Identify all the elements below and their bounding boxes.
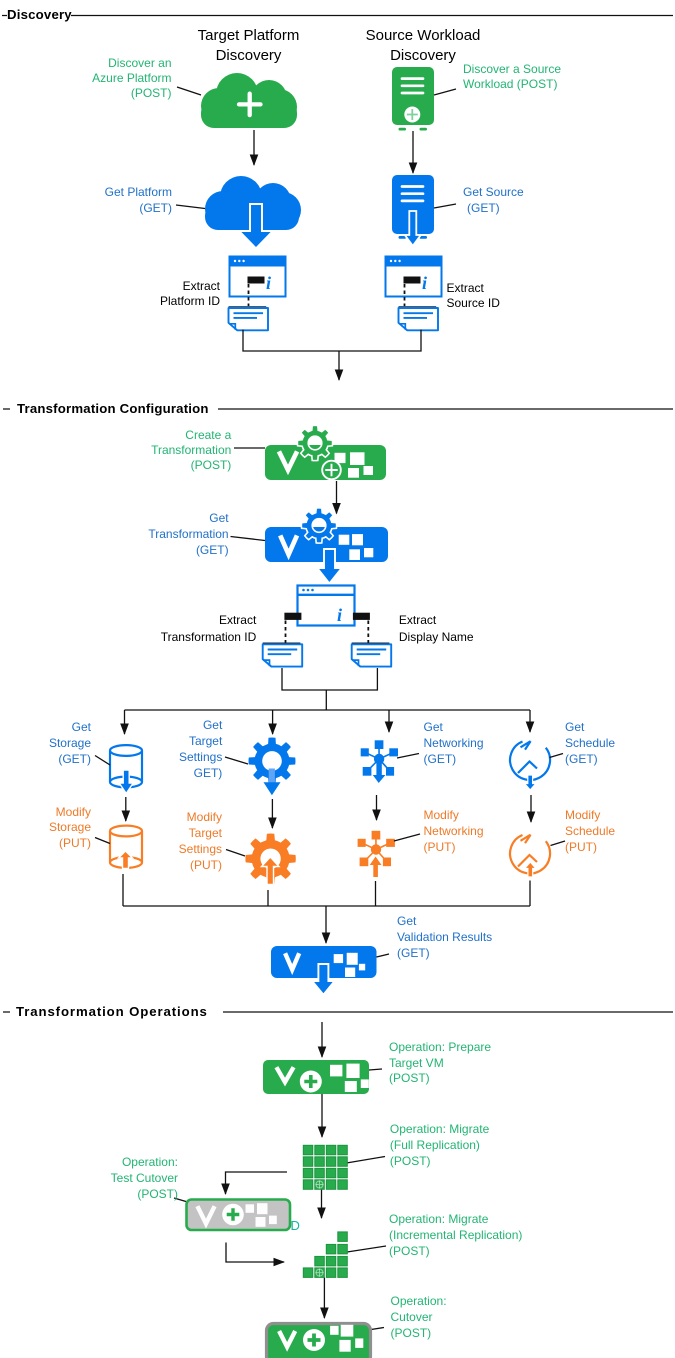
svg-text:i: i <box>337 605 342 625</box>
svg-text:i: i <box>266 273 271 293</box>
svg-text:i: i <box>422 273 427 293</box>
